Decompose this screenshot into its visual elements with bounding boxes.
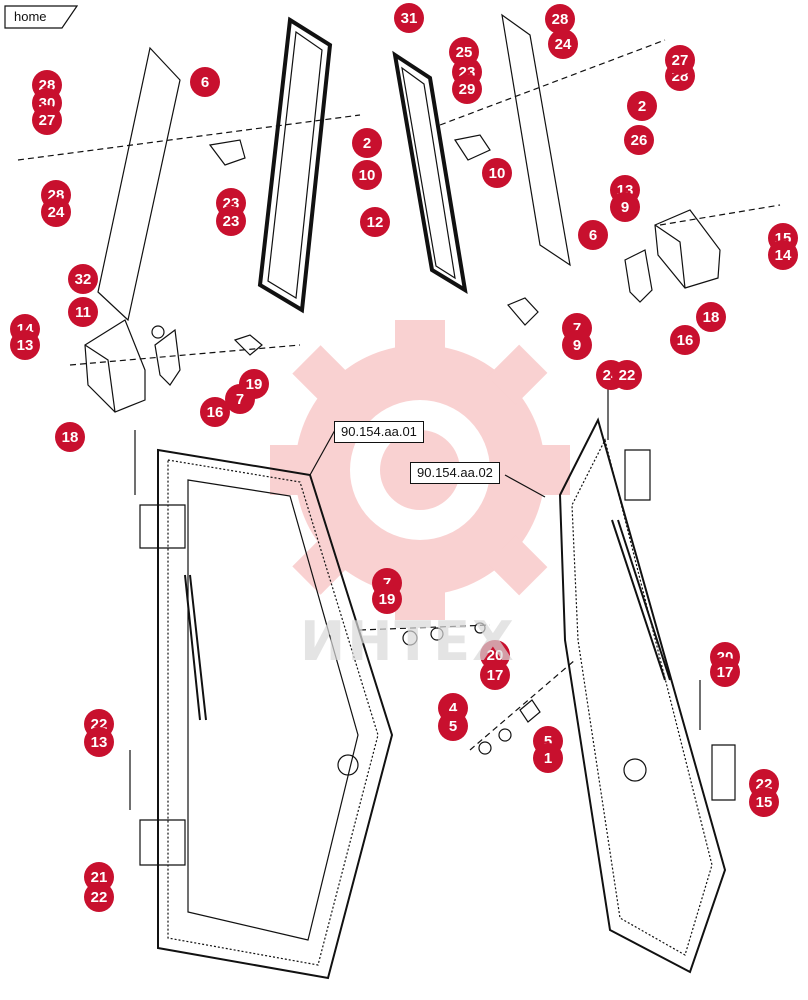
callout-6[interactable]: 6 xyxy=(190,67,220,97)
callout-12[interactable]: 12 xyxy=(360,207,390,237)
callout-2[interactable]: 2 xyxy=(352,128,382,158)
callout-17[interactable]: 17 xyxy=(710,657,740,687)
callout-24[interactable]: 24 xyxy=(41,197,71,227)
lock-right xyxy=(507,297,539,326)
home-tab-shape xyxy=(4,5,78,29)
callout-13[interactable]: 13 xyxy=(10,330,40,360)
watermark-text: ИНТЕХ xyxy=(300,610,516,673)
callout-18[interactable]: 18 xyxy=(55,422,85,452)
hinge-left-bottom xyxy=(139,819,186,866)
glass-pane-left xyxy=(97,46,181,322)
callout-26[interactable]: 26 xyxy=(624,125,654,155)
callout-14[interactable]: 14 xyxy=(768,240,798,270)
door-right xyxy=(558,417,727,974)
hinge-left-top xyxy=(139,504,186,549)
seal-frame-left xyxy=(257,16,333,314)
latch-lever-left xyxy=(208,139,246,166)
handle-left xyxy=(154,328,181,386)
hinge-right-top xyxy=(624,449,651,501)
wiper-arm-left xyxy=(184,574,207,721)
callout-5[interactable]: 5 xyxy=(438,711,468,741)
latch-cover-left xyxy=(84,319,146,413)
callout-24[interactable]: 24 xyxy=(548,29,578,59)
hinge-right-bottom xyxy=(711,744,736,801)
home-link[interactable]: home xyxy=(14,9,47,24)
callout-13[interactable]: 13 xyxy=(84,727,114,757)
callout-2[interactable]: 2 xyxy=(627,91,657,121)
callout-15[interactable]: 15 xyxy=(749,787,779,817)
callout-22[interactable]: 22 xyxy=(84,882,114,912)
lock-left xyxy=(233,334,263,356)
handle-right xyxy=(624,249,653,303)
callout-22[interactable]: 22 xyxy=(612,360,642,390)
home-tab[interactable]: home xyxy=(4,5,78,29)
callout-32[interactable]: 32 xyxy=(68,264,98,294)
callout-27[interactable]: 27 xyxy=(665,45,695,75)
seal-frame-right xyxy=(392,50,468,294)
callout-1[interactable]: 1 xyxy=(533,743,563,773)
callout-9[interactable]: 9 xyxy=(562,330,592,360)
callout-31[interactable]: 31 xyxy=(394,3,424,33)
wiper-arm-right xyxy=(611,519,671,681)
callout-23[interactable]: 23 xyxy=(216,206,246,236)
callout-10[interactable]: 10 xyxy=(482,158,512,188)
glass-pane-right xyxy=(501,13,571,267)
callout-17[interactable]: 17 xyxy=(480,660,510,690)
callout-11[interactable]: 11 xyxy=(68,297,98,327)
assembly-ref-left-door[interactable]: 90.154.aa.01 xyxy=(334,421,424,443)
latch-cover-right xyxy=(654,209,721,289)
callout-9[interactable]: 9 xyxy=(610,192,640,222)
latch-lever-right xyxy=(454,134,491,161)
callout-10[interactable]: 10 xyxy=(352,160,382,190)
assembly-ref-right-door[interactable]: 90.154.aa.02 xyxy=(410,462,500,484)
callout-27[interactable]: 27 xyxy=(32,105,62,135)
callout-29[interactable]: 29 xyxy=(452,74,482,104)
callout-6[interactable]: 6 xyxy=(578,220,608,250)
callout-25[interactable]: 25 xyxy=(449,37,479,67)
callout-19[interactable]: 19 xyxy=(372,584,402,614)
callout-19[interactable]: 19 xyxy=(239,369,269,399)
callout-16[interactable]: 16 xyxy=(670,325,700,355)
callout-18[interactable]: 18 xyxy=(696,302,726,332)
